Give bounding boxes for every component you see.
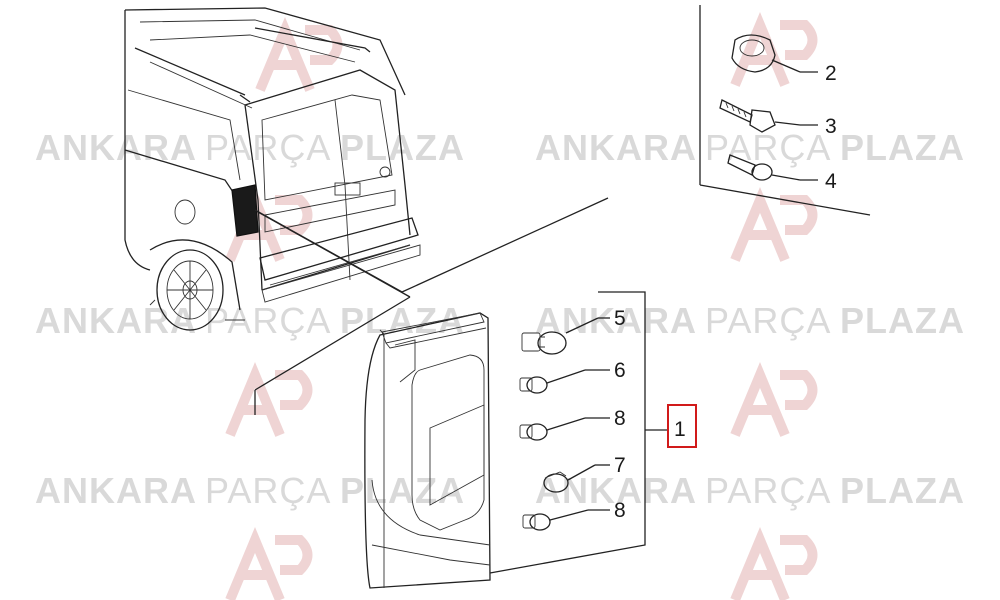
watermark-logo-icon (225, 362, 313, 437)
watermark-word: PLAZA (840, 127, 965, 168)
watermark-word: PLAZA (340, 470, 465, 511)
screw-icon-3 (719, 99, 818, 133)
tail-lamp-assembly (364, 312, 491, 589)
watermark-word: PARÇA (705, 127, 831, 168)
callouts: 2 3 4 5 6 8 7 8 (614, 62, 837, 522)
highlight-box[interactable] (667, 404, 697, 448)
watermark-logo-icon (730, 187, 818, 262)
watermark-word: PARÇA (705, 470, 831, 511)
callout-6: 6 (614, 359, 626, 382)
callout-4: 4 (825, 170, 837, 193)
watermark-word: PLAZA (840, 470, 965, 511)
van-illustration (124, 7, 421, 331)
watermark-logo-icon (730, 362, 818, 437)
bulb-icon-7 (543, 464, 610, 493)
callout-1[interactable]: 1 (674, 418, 686, 441)
callout-2: 2 (825, 62, 837, 85)
watermark-word: PLAZA (840, 300, 965, 341)
watermark-word: PARÇA (205, 127, 331, 168)
leader-lines-van (254, 197, 609, 415)
watermark-word: PARÇA (205, 300, 331, 341)
callout-1-highlight[interactable]: 1 (667, 404, 697, 448)
callout-8-upper: 8 (614, 407, 626, 430)
watermark-word: ANKARA (535, 127, 697, 168)
bracket-item-1 (489, 291, 668, 574)
watermark-word: ANKARA (35, 470, 197, 511)
watermark-word: PARÇA (205, 470, 331, 511)
callout-8-lower: 8 (614, 499, 626, 522)
watermark-word: PARÇA (705, 300, 831, 341)
watermark-logo-icon (730, 527, 818, 600)
small-parts-frame (699, 5, 871, 216)
callout-3: 3 (825, 115, 837, 138)
watermark-word: ANKARA (35, 300, 197, 341)
watermark-logo-icon (225, 527, 313, 600)
callout-7: 7 (614, 454, 626, 477)
watermark-word: ANKARA (535, 300, 697, 341)
watermark-logo-icon (730, 11, 818, 87)
bulb-icon-5 (521, 317, 610, 355)
bulb-icon-8-upper (519, 417, 610, 441)
callout-5: 5 (614, 307, 626, 330)
bulb-icon-8-lower (522, 509, 610, 531)
clip-icon-4 (727, 154, 818, 181)
bulb-icon-6 (519, 369, 610, 394)
grommet-icon-2 (731, 34, 818, 73)
watermark-word: ANKARA (35, 127, 197, 168)
watermark-logo-icon (255, 17, 343, 92)
